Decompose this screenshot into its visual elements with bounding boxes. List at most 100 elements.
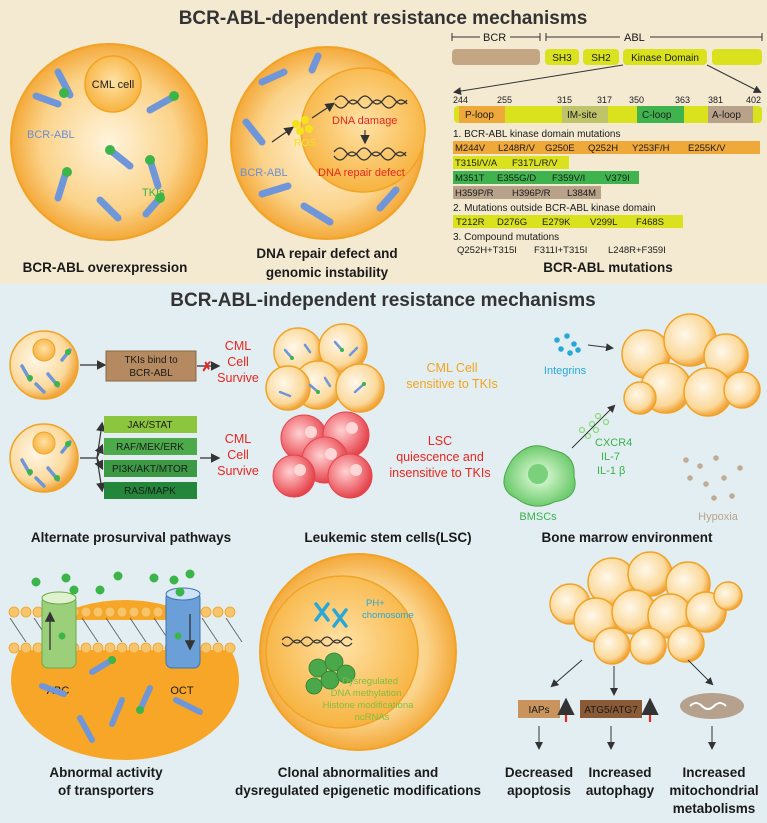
lsc-quiescence-label: LSC quiescence and insensitive to TKIs	[389, 434, 490, 480]
outcome-3-line-1: Increased	[682, 765, 745, 780]
transporters-section: ABC OCT Abnormal activity of transporter…	[8, 569, 243, 798]
svg-text:Q252H+T315I: Q252H+T315I	[457, 245, 517, 256]
svg-text:PI3K/AKT/MTOR: PI3K/AKT/MTOR	[112, 464, 188, 475]
svg-text:Cell: Cell	[227, 448, 249, 462]
svg-text:CML: CML	[225, 339, 251, 353]
svg-text:E255K/V: E255K/V	[688, 143, 726, 154]
chromosome-icon	[314, 602, 348, 628]
svg-text:V379I: V379I	[605, 173, 630, 184]
bcr-label: BCR	[483, 32, 506, 44]
sh3-label: SH3	[552, 53, 572, 64]
svg-text:350: 350	[629, 95, 644, 105]
svg-text:quiescence and: quiescence and	[396, 450, 484, 464]
svg-text:T315I/V/A: T315I/V/A	[455, 158, 498, 169]
outcome-2-line-2: autophagy	[586, 783, 655, 798]
outcome-1-line-2: apoptosis	[507, 783, 571, 798]
hypoxia-label: Hypoxia	[698, 511, 739, 523]
abl-label: ABL	[624, 32, 645, 44]
cml-cell-label: CML cell	[92, 79, 134, 91]
mitochondrion-icon	[680, 693, 744, 719]
sh3-bar	[545, 49, 579, 65]
top-title: BCR-ABL-dependent resistance mechanisms	[179, 8, 588, 29]
sensitive-cell-cluster	[265, 323, 385, 413]
svg-text:RAS/MAPK: RAS/MAPK	[124, 486, 176, 497]
svg-text:315: 315	[557, 95, 572, 105]
svg-text:JAK/STAT: JAK/STAT	[127, 420, 172, 431]
lsc-caption: Leukemic stem cells(LSC)	[304, 530, 471, 545]
pathway-boxes: JAK/STAT RAF/MEK/ERK PI3K/AKT/MTOR RAS/M…	[104, 416, 197, 499]
survive-label-2: CML Cell Survive	[217, 432, 259, 478]
dna-strand	[334, 95, 408, 105]
svg-text:Histone modificationa: Histone modificationa	[323, 700, 415, 711]
svg-text:DNA methylation: DNA methylation	[331, 688, 402, 699]
oct-label: OCT	[170, 685, 194, 697]
svg-text:L384M: L384M	[567, 188, 596, 199]
epigenetic-labels: Dysregulated DNA methylation Histone mod…	[323, 676, 415, 723]
sensitive-label-2: sensitive to TKIs	[406, 377, 497, 391]
svg-text:ncRNAs: ncRNAs	[355, 712, 390, 723]
tkis-label: TKIs	[142, 187, 165, 199]
bmscs-label: BMSCs	[519, 511, 557, 523]
cloop-box	[637, 106, 684, 123]
svg-text:D276G: D276G	[497, 217, 527, 228]
ploop-box	[459, 106, 505, 123]
atg-box	[580, 700, 642, 718]
alternate-pathways: TKIs bind to BCR-ABL ✗ CML Cell Survive …	[9, 330, 259, 545]
ph-label-2: chomosome	[362, 610, 414, 621]
dna-caption-1: DNA repair defect and	[256, 246, 397, 261]
mutation-row-1	[453, 141, 760, 154]
mutations-heading-1: 1. BCR-ABL kinase domain mutations	[453, 129, 621, 140]
bone-marrow-section: Integrins CXCR4 IL-7 IL-1 β BMSCs Hypoxi…	[503, 313, 761, 545]
bone-marrow-caption: Bone marrow environment	[541, 530, 713, 545]
ph-label-1: PH+	[366, 598, 385, 609]
mutations-heading-2: 2. Mutations outside BCR-ABL kinase doma…	[453, 203, 656, 214]
bcr-bar	[452, 49, 540, 65]
overexpression-cell: CML cell BCR-ABL TKIs	[10, 43, 208, 241]
svg-text:Y253F/H: Y253F/H	[632, 143, 670, 154]
tki-dots	[59, 88, 179, 203]
kinase-label: Kinase Domain	[631, 53, 699, 64]
svg-text:Q252H: Q252H	[588, 143, 618, 154]
aloop-box	[708, 106, 753, 123]
svg-text:F359V/I: F359V/I	[552, 173, 585, 184]
clonal-section: PH+ chomosome Dysregulated DNA methylati…	[235, 553, 481, 798]
iaps-box	[518, 700, 560, 718]
svg-text:F468S: F468S	[636, 217, 664, 228]
bcr-abl-label: BCR-ABL	[27, 129, 75, 141]
iaps-label: IAPs	[528, 705, 549, 716]
svg-text:402: 402	[746, 95, 761, 105]
block-cross-icon: ✗	[202, 359, 213, 374]
dna-caption-2: genomic instability	[266, 265, 389, 280]
oct-transporter	[165, 591, 201, 669]
svg-text:E355G/D: E355G/D	[497, 173, 536, 184]
outcome-3-line-3: metabolisms	[673, 801, 756, 816]
svg-text:M244V: M244V	[455, 143, 486, 154]
mutation-row-5	[453, 215, 683, 228]
outcome-2-line-1: Increased	[588, 765, 651, 780]
bm-cell-cluster	[621, 313, 761, 417]
atg-label: ATG5/ATG7	[584, 705, 638, 716]
svg-text:IL-7: IL-7	[601, 451, 620, 463]
dna-repair-defect-label: DNA repair defect	[318, 167, 405, 179]
svg-text:244: 244	[453, 95, 468, 105]
bcr-abl-rods	[242, 52, 400, 226]
svg-text:insensitive to TKIs: insensitive to TKIs	[389, 466, 490, 480]
mutations-heading-3: 3. Compound mutations	[453, 232, 559, 243]
svg-text:363: 363	[675, 95, 690, 105]
svg-text:M351T: M351T	[455, 173, 485, 184]
sh2-label: SH2	[591, 53, 611, 64]
clonal-caption-1: Clonal abnormalities and	[278, 765, 439, 780]
overexpression-caption: BCR-ABL overexpression	[23, 260, 188, 275]
position-labels: 244 255 315 317 350 363 381 402	[453, 95, 761, 105]
bottom-title: BCR-ABL-independent resistance mechanism…	[170, 290, 596, 311]
svg-text:V299L: V299L	[590, 217, 617, 228]
svg-text:CXCR4: CXCR4	[595, 437, 632, 449]
svg-text:Survive: Survive	[217, 464, 259, 478]
alternate-caption: Alternate prosurvival pathways	[31, 530, 231, 545]
dna-repair-cell: ROS BCR-ABL DNA damage DNA repair defect	[230, 46, 426, 240]
bcr-abl-schematic: BCR ABL SH3 SH2 Kinase Domain 244 255 31…	[451, 32, 763, 123]
imsite-box	[562, 106, 608, 123]
transporters-caption-2: of transporters	[58, 783, 154, 798]
nucleosome-icon	[305, 652, 356, 695]
